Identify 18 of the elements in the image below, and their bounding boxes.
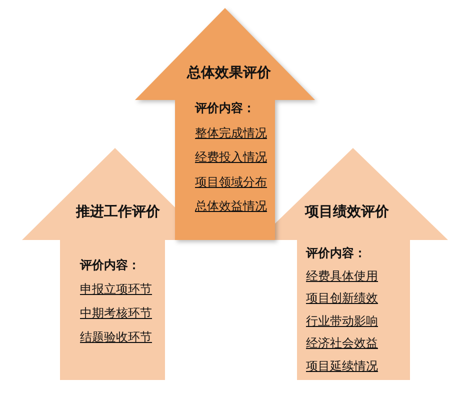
section-heading: 总体效果评价 [187,65,271,82]
list-item: 整体完成情况 [195,126,267,140]
section-heading: 项目绩效评价 [305,204,389,221]
list-item: 项目领域分布 [195,174,267,190]
list-item: 总体效益情况 [195,199,267,214]
list-item: 申报立项环节 [80,282,152,297]
content-label: 评价内容： [306,246,366,261]
list-item: 项目延续情况 [306,358,378,374]
list-item: 行业带动影响 [306,314,378,328]
list-item: 结题验收环节 [80,330,152,345]
section-heading: 推进工作评价 [76,204,160,221]
content-label: 评价内容： [195,101,255,116]
list-item: 经费投入情况 [195,150,267,165]
list-item: 中期考核环节 [80,306,152,321]
list-item: 经济社会效益 [306,336,378,351]
list-item: 经费具体使用 [306,268,378,284]
content-label: 评价内容： [80,258,140,273]
list-item: 项目创新绩效 [306,291,378,306]
